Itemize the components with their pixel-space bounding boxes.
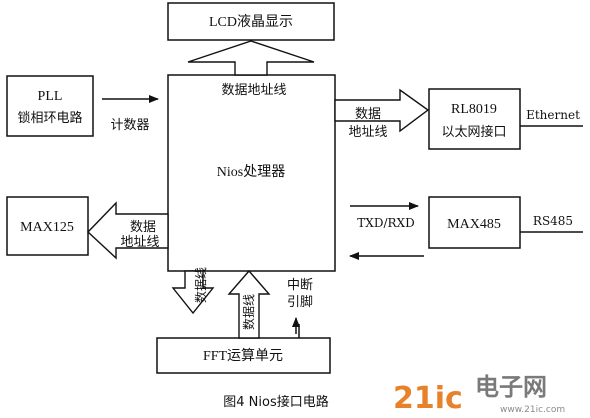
rl8019-block-title: RL8019 (451, 102, 497, 117)
fft-block: FFT运算单元 (156, 337, 331, 374)
lcd-block: LCD液晶显示 (167, 2, 335, 41)
fft-block-label: FFT运算单元 (203, 348, 283, 364)
ethernet-label: Ethernet (526, 108, 580, 122)
watermark-21ic: 21ic (393, 381, 463, 416)
interrupt-label-1: 中断 (287, 278, 313, 293)
lcd-block-label: LCD液晶显示 (209, 14, 293, 30)
pll-block-subtitle: 锁相环电路 (17, 110, 82, 126)
pll-counter-label: 计数器 (110, 118, 149, 133)
watermark-logo: 21ic 电子网 www.21ic.com (393, 373, 565, 416)
max485-block-label: MAX485 (447, 217, 501, 232)
nios-processor-label: Nios处理器 (217, 164, 285, 180)
nios-processor-block: Nios处理器 (167, 74, 336, 272)
rl8019-block-subtitle: 以太网接口 (441, 124, 506, 140)
fft-down-bus-label: 数据线 (193, 267, 208, 303)
max125-bus-label-2: 地址线 (120, 235, 159, 250)
fft-nios-up-bus-arrow (227, 269, 271, 339)
rl8019-bus-label-1: 数据 (355, 107, 381, 122)
max125-block-label: MAX125 (20, 220, 74, 235)
rl8019-block: RL8019 以太网接口 (428, 88, 521, 150)
nios-rl8019-bus-arrow (334, 88, 430, 133)
max485-block: MAX485 (428, 196, 521, 249)
rs485-label: RS485 (533, 214, 573, 228)
watermark-url: www.21ic.com (500, 405, 565, 415)
nios-fft-down-bus-arrow (171, 270, 215, 315)
fft-up-bus-label: 数据线 (241, 294, 256, 330)
max125-bus-label-1: 数据 (130, 220, 156, 235)
nios-lcd-bus-arrow (187, 40, 315, 76)
interrupt-label-2: 引脚 (287, 294, 313, 310)
rl8019-bus-label-2: 地址线 (348, 125, 387, 140)
pll-block-title: PLL (38, 89, 63, 104)
txd-rxd-label: TXD/RXD (357, 216, 414, 230)
pll-block: PLL 锁相环电路 (6, 75, 94, 137)
figure-caption: 图4 Nios接口电路 (223, 394, 328, 410)
nios-max125-bus-arrow (87, 201, 169, 260)
watermark-dianzi: 电子网 (475, 373, 547, 401)
max125-block: MAX125 (6, 196, 89, 256)
nios-lcd-bus-label: 数据地址线 (221, 83, 286, 98)
